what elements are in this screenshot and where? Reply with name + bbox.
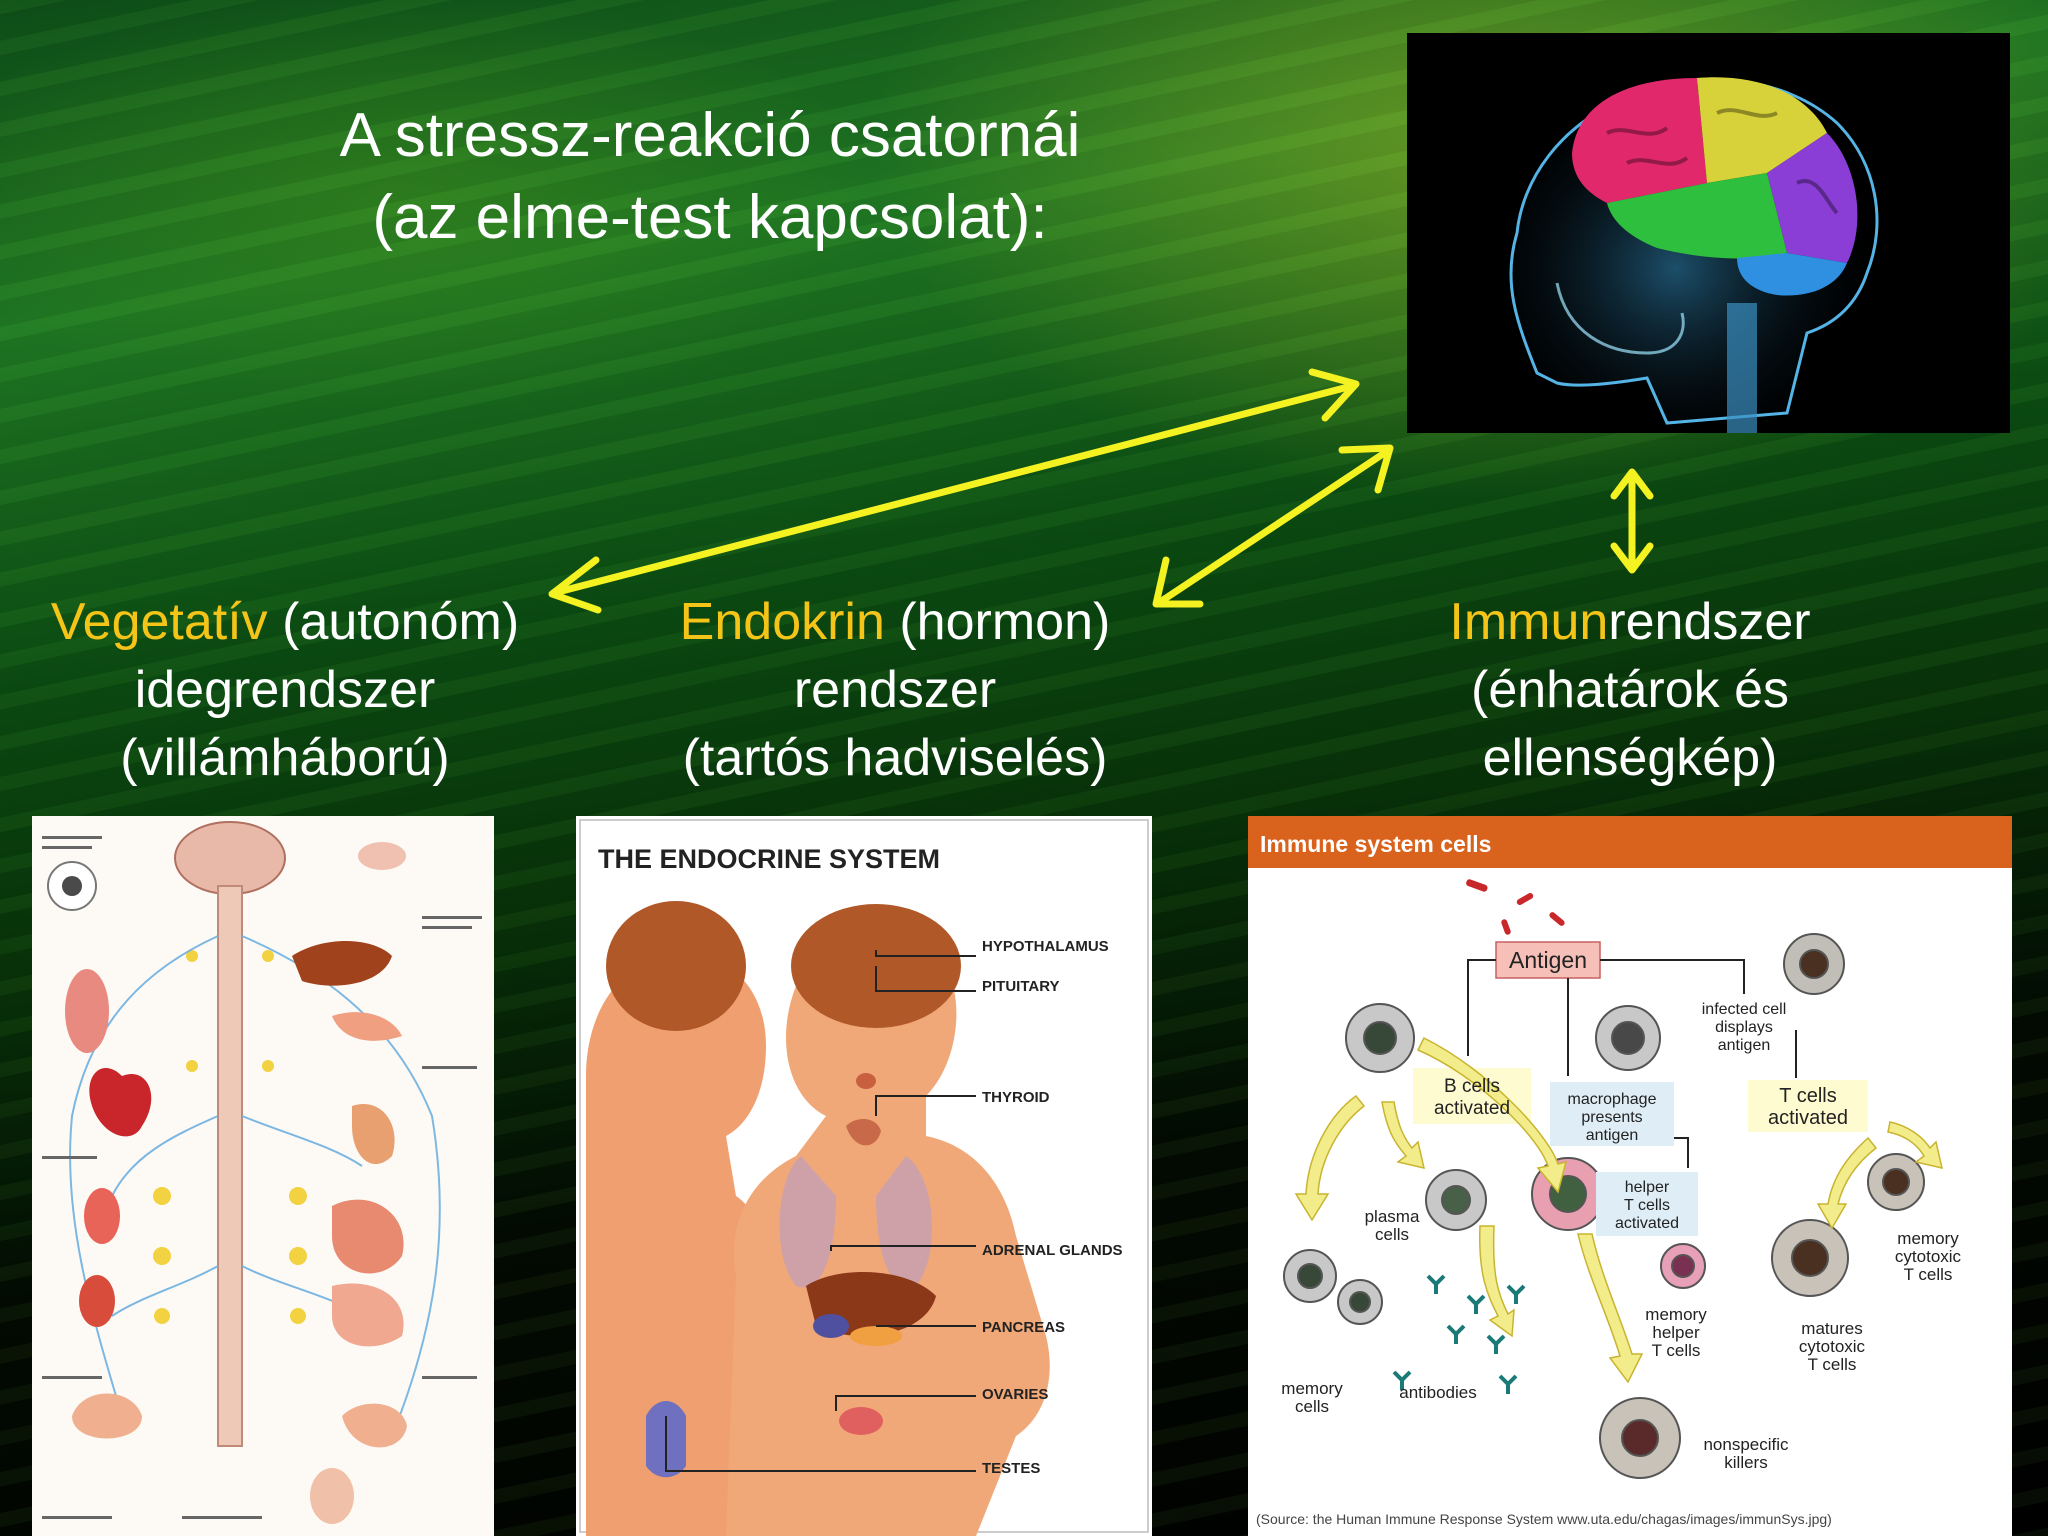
label-helper-2: T cells xyxy=(1624,1197,1670,1214)
label-adrenal-glands: ADRENAL GLANDS xyxy=(982,1242,1123,1259)
label-testes: TESTES xyxy=(982,1460,1040,1477)
immune-title: Immune system cells xyxy=(1260,831,1491,857)
label-tcells-2: activated xyxy=(1768,1107,1848,1129)
label-nonspecific-2: killers xyxy=(1724,1453,1767,1472)
label-pancreas: PANCREAS xyxy=(982,1319,1065,1336)
label-nonspecific-1: nonspecific xyxy=(1703,1435,1789,1454)
channel-vegetativ-line3: (villámháború) xyxy=(120,729,450,787)
label-mem-cyto-3: T cells xyxy=(1904,1265,1953,1284)
channel-endokrin-highlight: Endokrin xyxy=(679,593,885,651)
label-helper-1: helper xyxy=(1625,1179,1670,1196)
channel-immun-line3: ellenségkép) xyxy=(1482,729,1778,787)
channel-vegetativ-line2: idegrendszer xyxy=(134,661,436,719)
label-b-cells-2: activated xyxy=(1434,1098,1510,1119)
title-line-2: (az elme-test kapcsolat): xyxy=(372,183,1048,252)
label-mem-helper-2: helper xyxy=(1652,1323,1700,1342)
label-helper-3: activated xyxy=(1615,1215,1679,1232)
immune-source: (Source: the Human Immune Response Syste… xyxy=(1256,1511,1832,1527)
label-hypothalamus: HYPOTHALAMUS xyxy=(982,938,1109,955)
label-infected-1: infected cell xyxy=(1702,1001,1787,1018)
immune-system-chart: Immune system cells xyxy=(1248,816,2012,1536)
channel-endokrin-line3: (tartós hadviselés) xyxy=(682,729,1108,787)
channel-immun: Immunrendszer (énhatárok és ellenségkép) xyxy=(1380,588,1880,792)
label-mem-helper-3: T cells xyxy=(1652,1341,1701,1360)
label-macrophage-2: presents xyxy=(1581,1109,1642,1126)
label-matures-2: cytotoxic xyxy=(1799,1337,1866,1356)
brain-xray-image xyxy=(1407,33,2010,433)
label-plasma-2: cells xyxy=(1375,1225,1409,1244)
title-line-1: A stressz-reakció csatornái xyxy=(339,101,1081,170)
label-memory-cells-1: memory xyxy=(1281,1379,1343,1398)
label-pituitary: PITUITARY xyxy=(982,978,1060,995)
arrow-brain-endokrin xyxy=(1156,448,1390,606)
channel-vegetativ: Vegetatív (autonóm) idegrendszer (villám… xyxy=(25,588,545,792)
channel-immun-line2: (énhatárok és xyxy=(1471,661,1789,719)
label-mem-cyto-2: cytotoxic xyxy=(1895,1247,1962,1266)
nervous-system-chart xyxy=(32,816,494,1536)
channel-immun-highlight: Immun xyxy=(1449,593,1609,651)
label-matures-1: matures xyxy=(1801,1319,1862,1338)
label-mem-helper-1: memory xyxy=(1645,1305,1707,1324)
label-b-cells-1: B cells xyxy=(1444,1076,1500,1097)
channel-immun-line1: rendszer xyxy=(1608,593,1811,651)
label-mem-cyto-1: memory xyxy=(1897,1229,1959,1248)
arrow-brain-vegetativ xyxy=(554,382,1356,596)
label-tcells-1: T cells xyxy=(1779,1085,1836,1107)
slide-title: A stressz-reakció csatornái (az elme-tes… xyxy=(230,95,1190,259)
label-plasma-1: plasma xyxy=(1365,1207,1420,1226)
label-matures-3: T cells xyxy=(1808,1355,1857,1374)
label-antibodies: antibodies xyxy=(1399,1383,1477,1402)
channel-vegetativ-line1: (autonóm) xyxy=(267,593,520,651)
label-infected-2: displays xyxy=(1715,1019,1773,1036)
channel-vegetativ-highlight: Vegetatív xyxy=(50,593,268,651)
label-macrophage-3: antigen xyxy=(1586,1127,1639,1144)
channel-endokrin-line2: rendszer xyxy=(793,661,997,719)
label-antigen: Antigen xyxy=(1509,947,1587,973)
endocrine-system-chart: THE ENDOCRINE SYSTEM HYPOTHALAMUS PITUI xyxy=(576,816,1152,1536)
label-memory-cells-2: cells xyxy=(1295,1397,1329,1416)
channel-endokrin: Endokrin (hormon) rendszer (tartós hadvi… xyxy=(630,588,1160,792)
channel-endokrin-line1: (hormon) xyxy=(884,593,1111,651)
label-macrophage-1: macrophage xyxy=(1568,1091,1657,1108)
label-infected-3: antigen xyxy=(1718,1037,1771,1054)
label-ovaries: OVARIES xyxy=(982,1386,1048,1403)
label-thyroid: THYROID xyxy=(982,1089,1050,1106)
endocrine-title: THE ENDOCRINE SYSTEM xyxy=(598,844,940,874)
